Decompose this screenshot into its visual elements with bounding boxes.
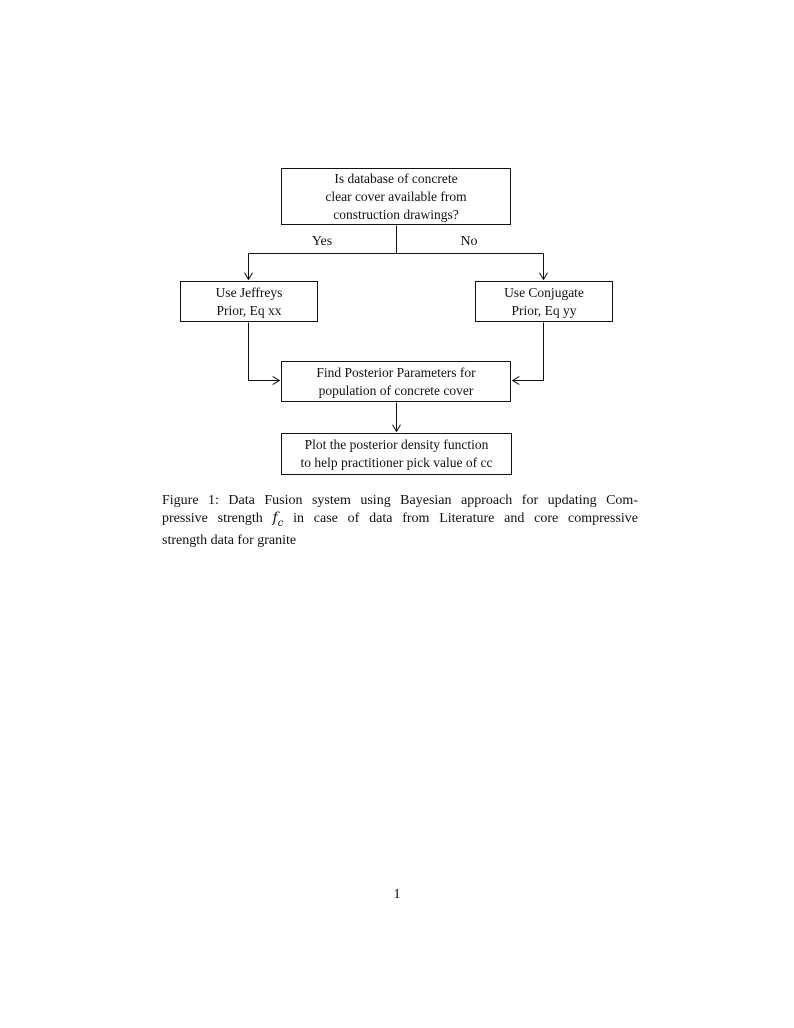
node-text-line: Find Posterior Parameters for <box>316 364 476 380</box>
right-to-middle-arrow <box>512 322 544 385</box>
node-text-line: Use Conjugate <box>504 284 584 300</box>
flowchart-node-jeffreys-prior: Use Jeffreys Prior, Eq xx <box>180 281 318 322</box>
flowchart-node-posterior-parameters: Find Posterior Parameters for population… <box>281 361 511 402</box>
branch-label-yes: Yes <box>311 234 333 249</box>
left-to-middle-arrow <box>248 322 280 385</box>
branch-label-no: No <box>460 234 478 249</box>
math-symbol-fc: f <box>272 509 278 526</box>
node-text-line: Prior, Eq yy <box>511 302 577 318</box>
node-text-line: Use Jeffreys <box>215 284 283 300</box>
math-subscript-c: c <box>277 517 284 529</box>
caption-line-3: strength data for granite <box>162 532 297 548</box>
caption-line-1: Figure 1: Data Fusion system using Bayes… <box>162 493 638 508</box>
figure-caption: Figure 1: Data Fusion system using Bayes… <box>162 492 638 549</box>
caption-line2-after: in case of data from Literature and core… <box>293 510 638 526</box>
flowchart-node-question: Is database of concrete clear cover avai… <box>281 168 511 225</box>
node-text-line: to help practitioner pick value of cc <box>300 455 493 470</box>
node-text-line: population of concrete cover <box>318 382 474 398</box>
node-text-line: Prior, Eq xx <box>216 302 282 318</box>
page-number: 1 <box>393 887 401 902</box>
node-text-line: clear cover available from <box>325 188 467 204</box>
caption-line2-before: pressive strength <box>162 510 263 526</box>
node-text-line: construction drawings? <box>333 206 459 222</box>
flowchart-node-plot-density: Plot the posterior density function to h… <box>281 433 512 475</box>
caption-line-2: pressive strength fc in case of data fro… <box>162 510 638 532</box>
node-text-line: Plot the posterior density function <box>304 437 489 452</box>
node-text-line: Is database of concrete <box>334 170 458 186</box>
branch-trunk-line <box>248 225 544 254</box>
flowchart-node-conjugate-prior: Use Conjugate Prior, Eq yy <box>475 281 613 322</box>
